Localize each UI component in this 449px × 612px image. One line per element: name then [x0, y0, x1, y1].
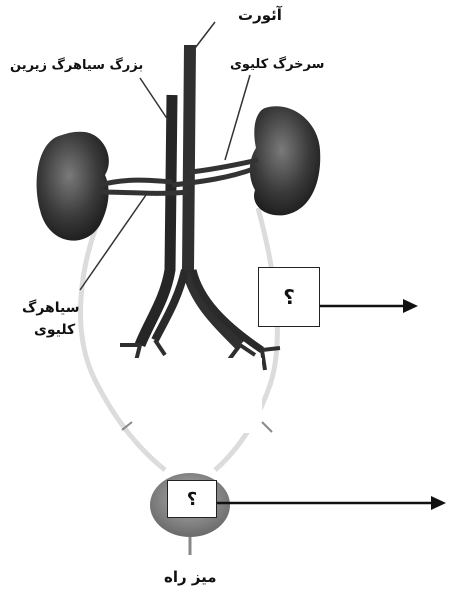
label-renal-artery: سرخرگ کلیوی: [230, 57, 324, 72]
label-renal-vein-line2: کلیوی: [34, 322, 75, 338]
lower-question-box: ؟: [167, 480, 217, 518]
label-inferior-vena-cava: بزرگ سیاهرگ زیرین: [10, 58, 143, 73]
lower-arrow-head: [431, 496, 446, 510]
label-renal-vein-line1: سیاهرگ: [22, 300, 80, 316]
upper-arrow-head: [403, 299, 418, 313]
renal-artery-leader: [225, 75, 250, 160]
left-kidney: [37, 132, 109, 241]
label-aorta: آئورت: [238, 6, 282, 24]
ivc-leader: [140, 78, 168, 120]
right-kidney: [250, 106, 320, 215]
lower-question-mark: ؟: [187, 489, 197, 510]
label-urethra: میز راه: [164, 568, 217, 586]
hidden-region: [132, 358, 262, 433]
upper-question-mark: ؟: [283, 285, 295, 309]
aorta-leader: [192, 22, 215, 52]
upper-question-box: ؟: [258, 267, 320, 327]
aorta: [188, 45, 240, 345]
inferior-vena-cava: [140, 95, 172, 345]
